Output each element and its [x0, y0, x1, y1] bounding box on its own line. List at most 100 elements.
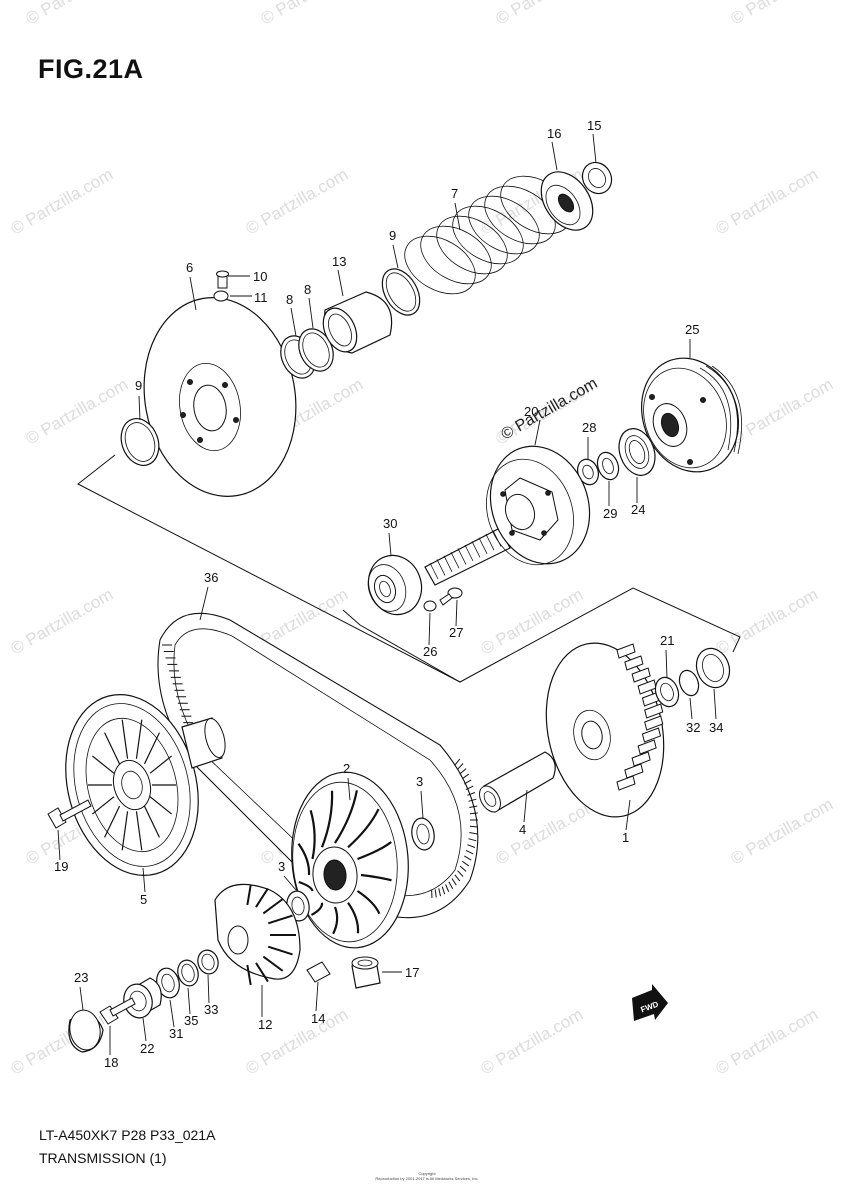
- callout-5: 5: [140, 892, 147, 907]
- bolt-19: [47, 799, 92, 829]
- watermark: © Partzilla.com: [713, 165, 822, 239]
- callout-14: 14: [311, 1011, 325, 1026]
- callout-30: 30: [383, 516, 397, 531]
- callout-4: 4: [519, 822, 526, 837]
- cap-23: [68, 1009, 104, 1053]
- callout-31: 31: [169, 1026, 183, 1041]
- callout-10: 10: [253, 269, 267, 284]
- ring-33: [197, 949, 219, 975]
- cam-12: [214, 883, 301, 986]
- spring-retainer-16: [540, 171, 594, 231]
- bearing-24: [618, 428, 656, 476]
- callout-layer: 1 2 3 3 4 5 6 7 8 8 9 9 10 11 12 13 14 1…: [54, 118, 723, 1070]
- callout-12: 12: [258, 1017, 272, 1032]
- leader-lines: [57, 133, 717, 1055]
- movable-drive-face-1: [545, 642, 665, 818]
- watermark: © Partzilla.com: [23, 375, 132, 449]
- figure-title: FIG.21A: [38, 54, 144, 84]
- clutch-shoe-25: [640, 357, 743, 473]
- watermark: © Partzilla.com: [478, 1005, 587, 1079]
- watermark: © Partzilla.com: [728, 795, 837, 869]
- washer-29: [596, 451, 620, 481]
- movable-driven-face-2: [291, 771, 409, 949]
- clutch-housing-20: [424, 445, 591, 586]
- bearing-21: [654, 676, 680, 708]
- callout-20: 20: [524, 404, 538, 419]
- shaft-spline: [429, 530, 502, 580]
- callout-33: 33: [204, 1002, 218, 1017]
- assembly-frame-inner: [342, 609, 461, 683]
- callout-9-upper: 9: [389, 228, 396, 243]
- sleeve-4: [479, 751, 556, 813]
- watermark: © Partzilla.com: [8, 1005, 117, 1079]
- cooling-fins: [616, 643, 664, 791]
- assembly-frame: [77, 454, 741, 683]
- watermark: © Partzilla.com: [243, 1005, 352, 1079]
- callout-29: 29: [603, 506, 617, 521]
- callout-16: 16: [547, 126, 561, 141]
- washer-26: [423, 600, 437, 612]
- section-title: TRANSMISSION (1): [39, 1150, 167, 1166]
- driven-hub: [181, 717, 226, 769]
- watermark: © Partzilla.com: [713, 1005, 822, 1079]
- watermark: © Partzilla.com: [493, 795, 602, 869]
- watermark: © Partzilla.com: [728, 375, 837, 449]
- driven-face-5: [65, 694, 199, 876]
- callout-21: 21: [660, 633, 674, 648]
- watermark: © Partzilla.com: [478, 585, 587, 659]
- washer-11: [213, 290, 229, 302]
- copyright-body: Reproduction by 2001-2017 is All Medwork…: [375, 1176, 479, 1181]
- spacer-17: [351, 956, 381, 989]
- cam-fins: [246, 884, 296, 986]
- bearing-22: [123, 977, 162, 1019]
- callout-34: 34: [709, 720, 723, 735]
- forward-arrow-icon: FWD: [632, 984, 668, 1021]
- watermark: © Partzilla.com: [8, 165, 117, 239]
- bolt-18: [99, 997, 136, 1025]
- callout-35: 35: [184, 1013, 198, 1028]
- callout-8b: 8: [304, 282, 311, 297]
- copyright-heading: Copyright: [418, 1171, 436, 1176]
- callout-19: 19: [54, 859, 68, 874]
- callout-3-upper: 3: [416, 774, 423, 789]
- spring-7: [404, 175, 572, 295]
- nut-15: [581, 161, 613, 195]
- callout-26: 26: [423, 644, 437, 659]
- bearing-30: [367, 554, 423, 616]
- driven-face-vanes: [297, 790, 392, 935]
- callout-22: 22: [140, 1041, 154, 1056]
- pulley-spokes: [88, 719, 176, 851]
- callout-11: 11: [254, 290, 268, 305]
- seal-34: [695, 647, 731, 689]
- callout-9-left: 9: [135, 378, 142, 393]
- callout-28: 28: [582, 420, 596, 435]
- ring-3-upper: [411, 817, 435, 851]
- callout-36: 36: [204, 570, 218, 585]
- watermark: © Partzilla.com: [493, 0, 602, 28]
- collar-13: [322, 291, 393, 354]
- o-ring-9-upper: [381, 268, 421, 316]
- callout-27: 27: [449, 625, 463, 640]
- pin-10: [216, 270, 229, 289]
- callout-6: 6: [186, 260, 193, 275]
- copyright-notice: Copyright Reproduction by 2001-2017 is A…: [368, 1171, 486, 1181]
- callout-2: 2: [343, 761, 350, 776]
- callout-24: 24: [631, 502, 645, 517]
- fixed-drive-face: [143, 297, 297, 497]
- callout-8a: 8: [286, 292, 293, 307]
- watermark: © Partzilla.com: [728, 0, 837, 28]
- callout-25: 25: [685, 322, 699, 337]
- callout-15: 15: [587, 118, 601, 133]
- screw-27: [439, 587, 463, 606]
- callout-3-lower: 3: [278, 859, 285, 874]
- watermark: © Partzilla.com: [243, 165, 352, 239]
- ring-32: [678, 669, 700, 697]
- callout-17: 17: [405, 965, 419, 980]
- callout-32: 32: [686, 720, 700, 735]
- watermark: © Partzilla.com: [23, 0, 132, 28]
- figure-code: LT-A450XK7 P28 P33_021A: [39, 1127, 216, 1143]
- callout-13: 13: [332, 254, 346, 269]
- callout-18: 18: [104, 1055, 118, 1070]
